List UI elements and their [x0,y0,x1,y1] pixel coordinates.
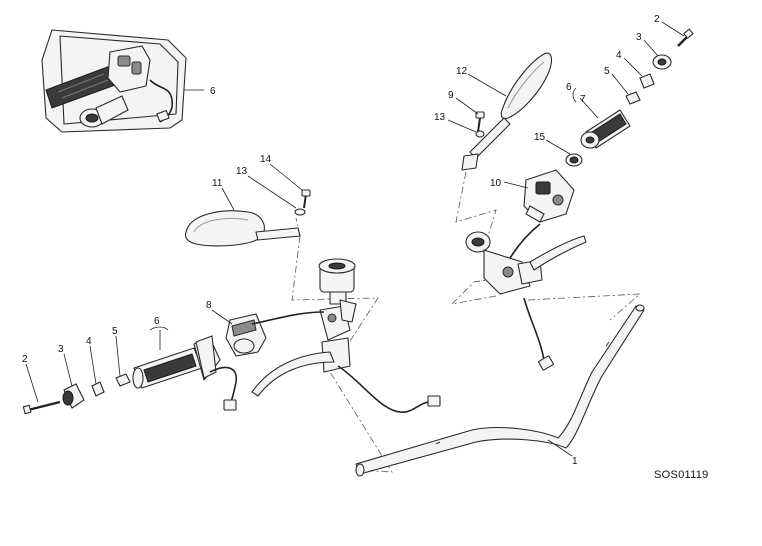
mirror-left [184,210,301,247]
callout-1: 1 [572,456,578,467]
callout-3-right: 3 [636,32,642,43]
insert-right [625,91,641,105]
bolt-right [677,28,694,47]
screw-right [475,111,485,133]
spacer-right [639,73,655,89]
left-switch-connector [223,399,237,411]
callout-3-left: 3 [58,344,64,355]
callout-9: 9 [448,90,454,101]
lever-right [529,235,587,271]
callout-4-right: 4 [616,50,622,61]
nut-left [294,208,306,216]
grip-right [580,109,631,149]
master-cylinder [318,258,357,373]
right-connector [538,355,554,371]
insert-left [115,373,131,387]
callout-13-right: 13 [434,112,446,123]
inset-switch-housing [107,45,151,93]
callout-5-left: 5 [112,326,118,337]
callout-6-inset: 6 [210,86,216,97]
callout-2-left: 2 [22,354,28,365]
callout-12: 12 [456,66,468,77]
spacer-left [91,381,105,397]
switch-housing-right [523,169,575,223]
callout-8: 8 [206,300,212,311]
inset-grip [45,65,119,109]
inset-bar-end [79,95,129,128]
ring-right [565,153,583,167]
inset-detail: 6 [41,29,216,133]
callout-5-right: 5 [604,66,610,77]
nut-right [475,130,485,138]
callout-6-right: 6 [566,82,572,93]
master-cylinder-right [465,231,543,295]
handlebar [355,304,645,477]
screw-left [301,189,311,209]
callout-6-left: 6 [154,316,160,327]
callout-2-right: 2 [654,14,660,25]
callout-10: 10 [490,178,502,189]
grip-left [132,335,221,389]
bar-end-weight-right [652,54,672,70]
lever-hose-connector [427,395,441,407]
switch-clamp [225,313,267,357]
drawing-code: SOS01119 [654,469,709,481]
callout-14: 14 [260,154,272,165]
callout-11: 11 [212,178,223,189]
callout-15: 15 [534,132,546,143]
mirror-right [461,52,553,171]
bolt-left [22,400,61,415]
callout-4-left: 4 [86,336,92,347]
callout-13-left: 13 [236,166,248,177]
lever-left [251,351,335,397]
bar-end-weight-left [62,383,85,409]
callout-7: 7 [580,94,586,105]
